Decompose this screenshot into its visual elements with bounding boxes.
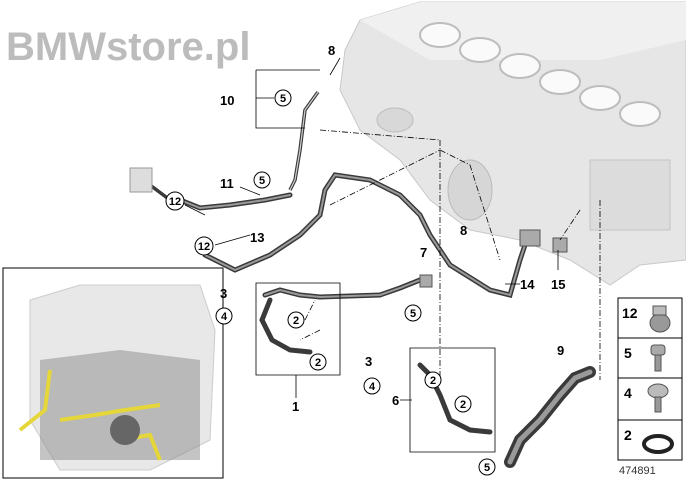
legend-label-screw-4: 4 <box>624 385 632 401</box>
circled-label: 12 <box>198 241 210 253</box>
callout-label: 14 <box>520 277 535 292</box>
callout-label: 15 <box>551 277 565 292</box>
callout-label: 11 <box>220 176 234 191</box>
legend-label-o-ring: 2 <box>624 427 632 443</box>
circled-label: 2 <box>315 357 321 369</box>
callouts: 8 10 11 13 7 8 14 15 3 1 3 6 9 <box>220 43 565 414</box>
callout-label: 3 <box>220 286 227 301</box>
leader-lines <box>184 57 601 453</box>
screw-icon <box>647 383 669 413</box>
watermark: BMWstore.pl <box>6 25 250 69</box>
circled-label: 4 <box>369 381 376 393</box>
circled-label: 12 <box>169 196 181 208</box>
circled-label: 5 <box>280 93 286 105</box>
circled-label: 5 <box>259 175 265 187</box>
callout-label: 9 <box>557 343 564 358</box>
circled-callouts: 5 5 12 12 4 2 2 5 4 2 2 5 <box>165 89 496 476</box>
screw-icon <box>650 344 666 372</box>
circled-label: 5 <box>410 308 416 320</box>
legend-label-hose-clamp: 12 <box>622 305 638 321</box>
engine-block-illustration <box>339 1 686 286</box>
engine-overview-inset <box>2 267 224 479</box>
callout-label: 3 <box>365 354 372 369</box>
thermostat-housing-illustration <box>129 167 153 193</box>
callout-label: 10 <box>220 93 234 108</box>
part-diagram-id: 474891 <box>619 465 656 477</box>
legend-label-screw-5: 5 <box>624 345 632 361</box>
callout-label: 8 <box>460 223 467 238</box>
parts-legend: 12 5 4 2 474891 <box>617 297 683 477</box>
callout-label: 8 <box>328 43 335 58</box>
circled-label: 4 <box>221 311 228 323</box>
callout-label: 6 <box>392 393 399 408</box>
callout-label: 13 <box>250 230 264 245</box>
circled-label: 2 <box>430 375 436 387</box>
circled-label: 2 <box>293 315 299 327</box>
circled-label: 5 <box>484 462 490 474</box>
circled-label: 2 <box>460 399 466 411</box>
o-ring-icon <box>642 434 674 454</box>
hose-clamp-icon <box>649 305 671 333</box>
callout-label: 1 <box>292 399 299 414</box>
callout-label: 7 <box>420 245 427 260</box>
